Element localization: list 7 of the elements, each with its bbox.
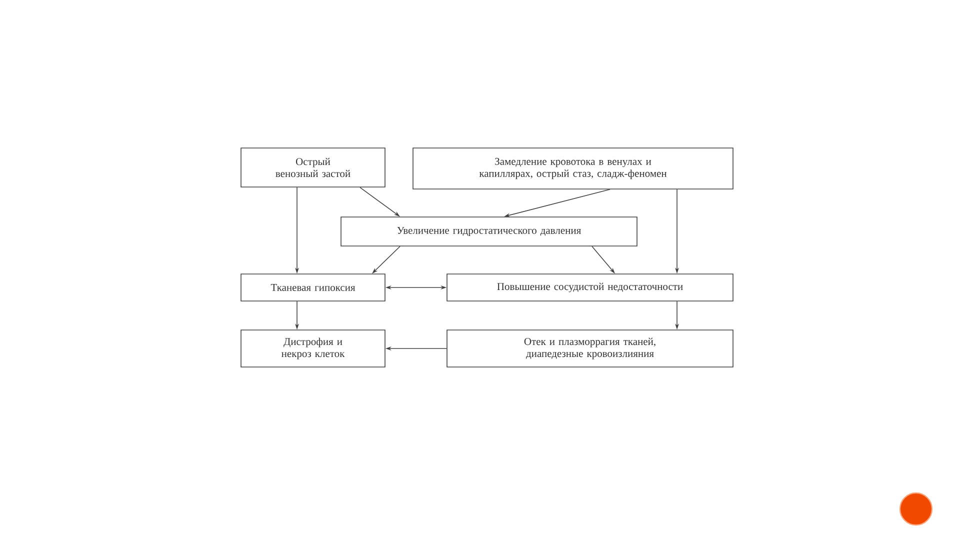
process-box: Острый венозный застой (240, 148, 386, 188)
process-box: Отек и плазморрагия тканей, диапедезные кровоизлияния (446, 330, 734, 368)
process-box: Замедление кровотока в венулах и капиллярах, острый стаз, сладж-феномен (412, 148, 734, 190)
process-box: Увеличение гидростатического давления (340, 216, 638, 246)
process-box: Дистрофия и некроз клеток (240, 330, 386, 368)
process-box: Тканевая гипоксия (240, 274, 386, 302)
process-box: Повышение сосудистой недостаточности (446, 274, 734, 302)
